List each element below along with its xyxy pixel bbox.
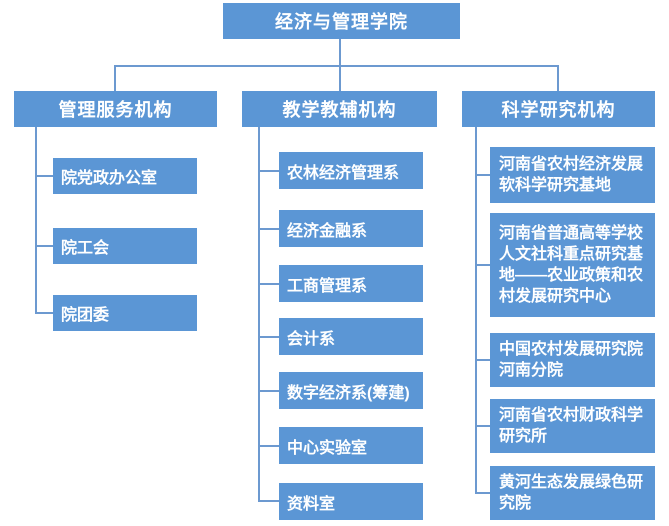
connector-drop-right — [557, 65, 559, 91]
connector-stub — [258, 390, 279, 392]
connector-stub — [35, 245, 53, 247]
connector-stub — [258, 336, 279, 338]
branch-header-teaching-auxiliary: 教学教辅机构 — [242, 91, 437, 127]
connector-spine-middle — [258, 126, 260, 502]
connector-spine-left — [35, 126, 37, 314]
connector-stub — [475, 359, 490, 361]
node-rural-economic-dev-soft-science-base: 河南省农村经济发展软科学研究基地 — [490, 147, 655, 203]
node-party-admin-office: 院党政办公室 — [53, 158, 197, 194]
connector-stub — [258, 445, 279, 447]
node-youth-league: 院团委 — [53, 295, 197, 331]
node-digital-economy-dept: 数字经济系(筹建) — [279, 372, 423, 409]
node-yellow-river-green-dev-institute: 黄河生态发展绿色研究院 — [490, 466, 655, 520]
node-humanities-social-science-key-base: 河南省普通高等学校人文社科重点研究基地——农业政策和农村发展研究中心 — [490, 213, 655, 317]
branch-header-management-service: 管理服务机构 — [14, 91, 217, 127]
connector-top-horizontal — [114, 65, 559, 67]
node-reference-room: 资料室 — [279, 483, 423, 520]
node-labor-union: 院工会 — [53, 228, 197, 264]
root-box-school-of-economics-and-management: 经济与管理学院 — [223, 3, 460, 39]
connector-stub — [258, 170, 279, 172]
connector-stub — [475, 492, 490, 494]
connector-stub — [258, 283, 279, 285]
node-accounting-dept: 会计系 — [279, 318, 423, 355]
node-business-admin-dept: 工商管理系 — [279, 265, 423, 302]
connector-root-stem — [339, 38, 341, 66]
connector-stub — [35, 175, 53, 177]
node-china-rural-dev-institute-henan-branch: 中国农村发展研究院河南分院 — [490, 333, 655, 387]
connector-stub — [475, 174, 490, 176]
connector-stub — [475, 264, 490, 266]
connector-drop-middle — [339, 65, 341, 91]
connector-drop-left — [114, 65, 116, 91]
node-agroforestry-economics-dept: 农林经济管理系 — [279, 152, 423, 189]
connector-spine-right — [475, 126, 477, 494]
branch-header-scientific-research: 科学研究机构 — [462, 91, 655, 127]
connector-stub — [35, 312, 53, 314]
node-rural-fiscal-science-institute: 河南省农村财政科学研究所 — [490, 399, 655, 453]
node-central-laboratory: 中心实验室 — [279, 427, 423, 464]
node-economics-finance-dept: 经济金融系 — [279, 210, 423, 247]
connector-stub — [258, 228, 279, 230]
connector-stub — [475, 425, 490, 427]
connector-stub — [258, 500, 279, 502]
